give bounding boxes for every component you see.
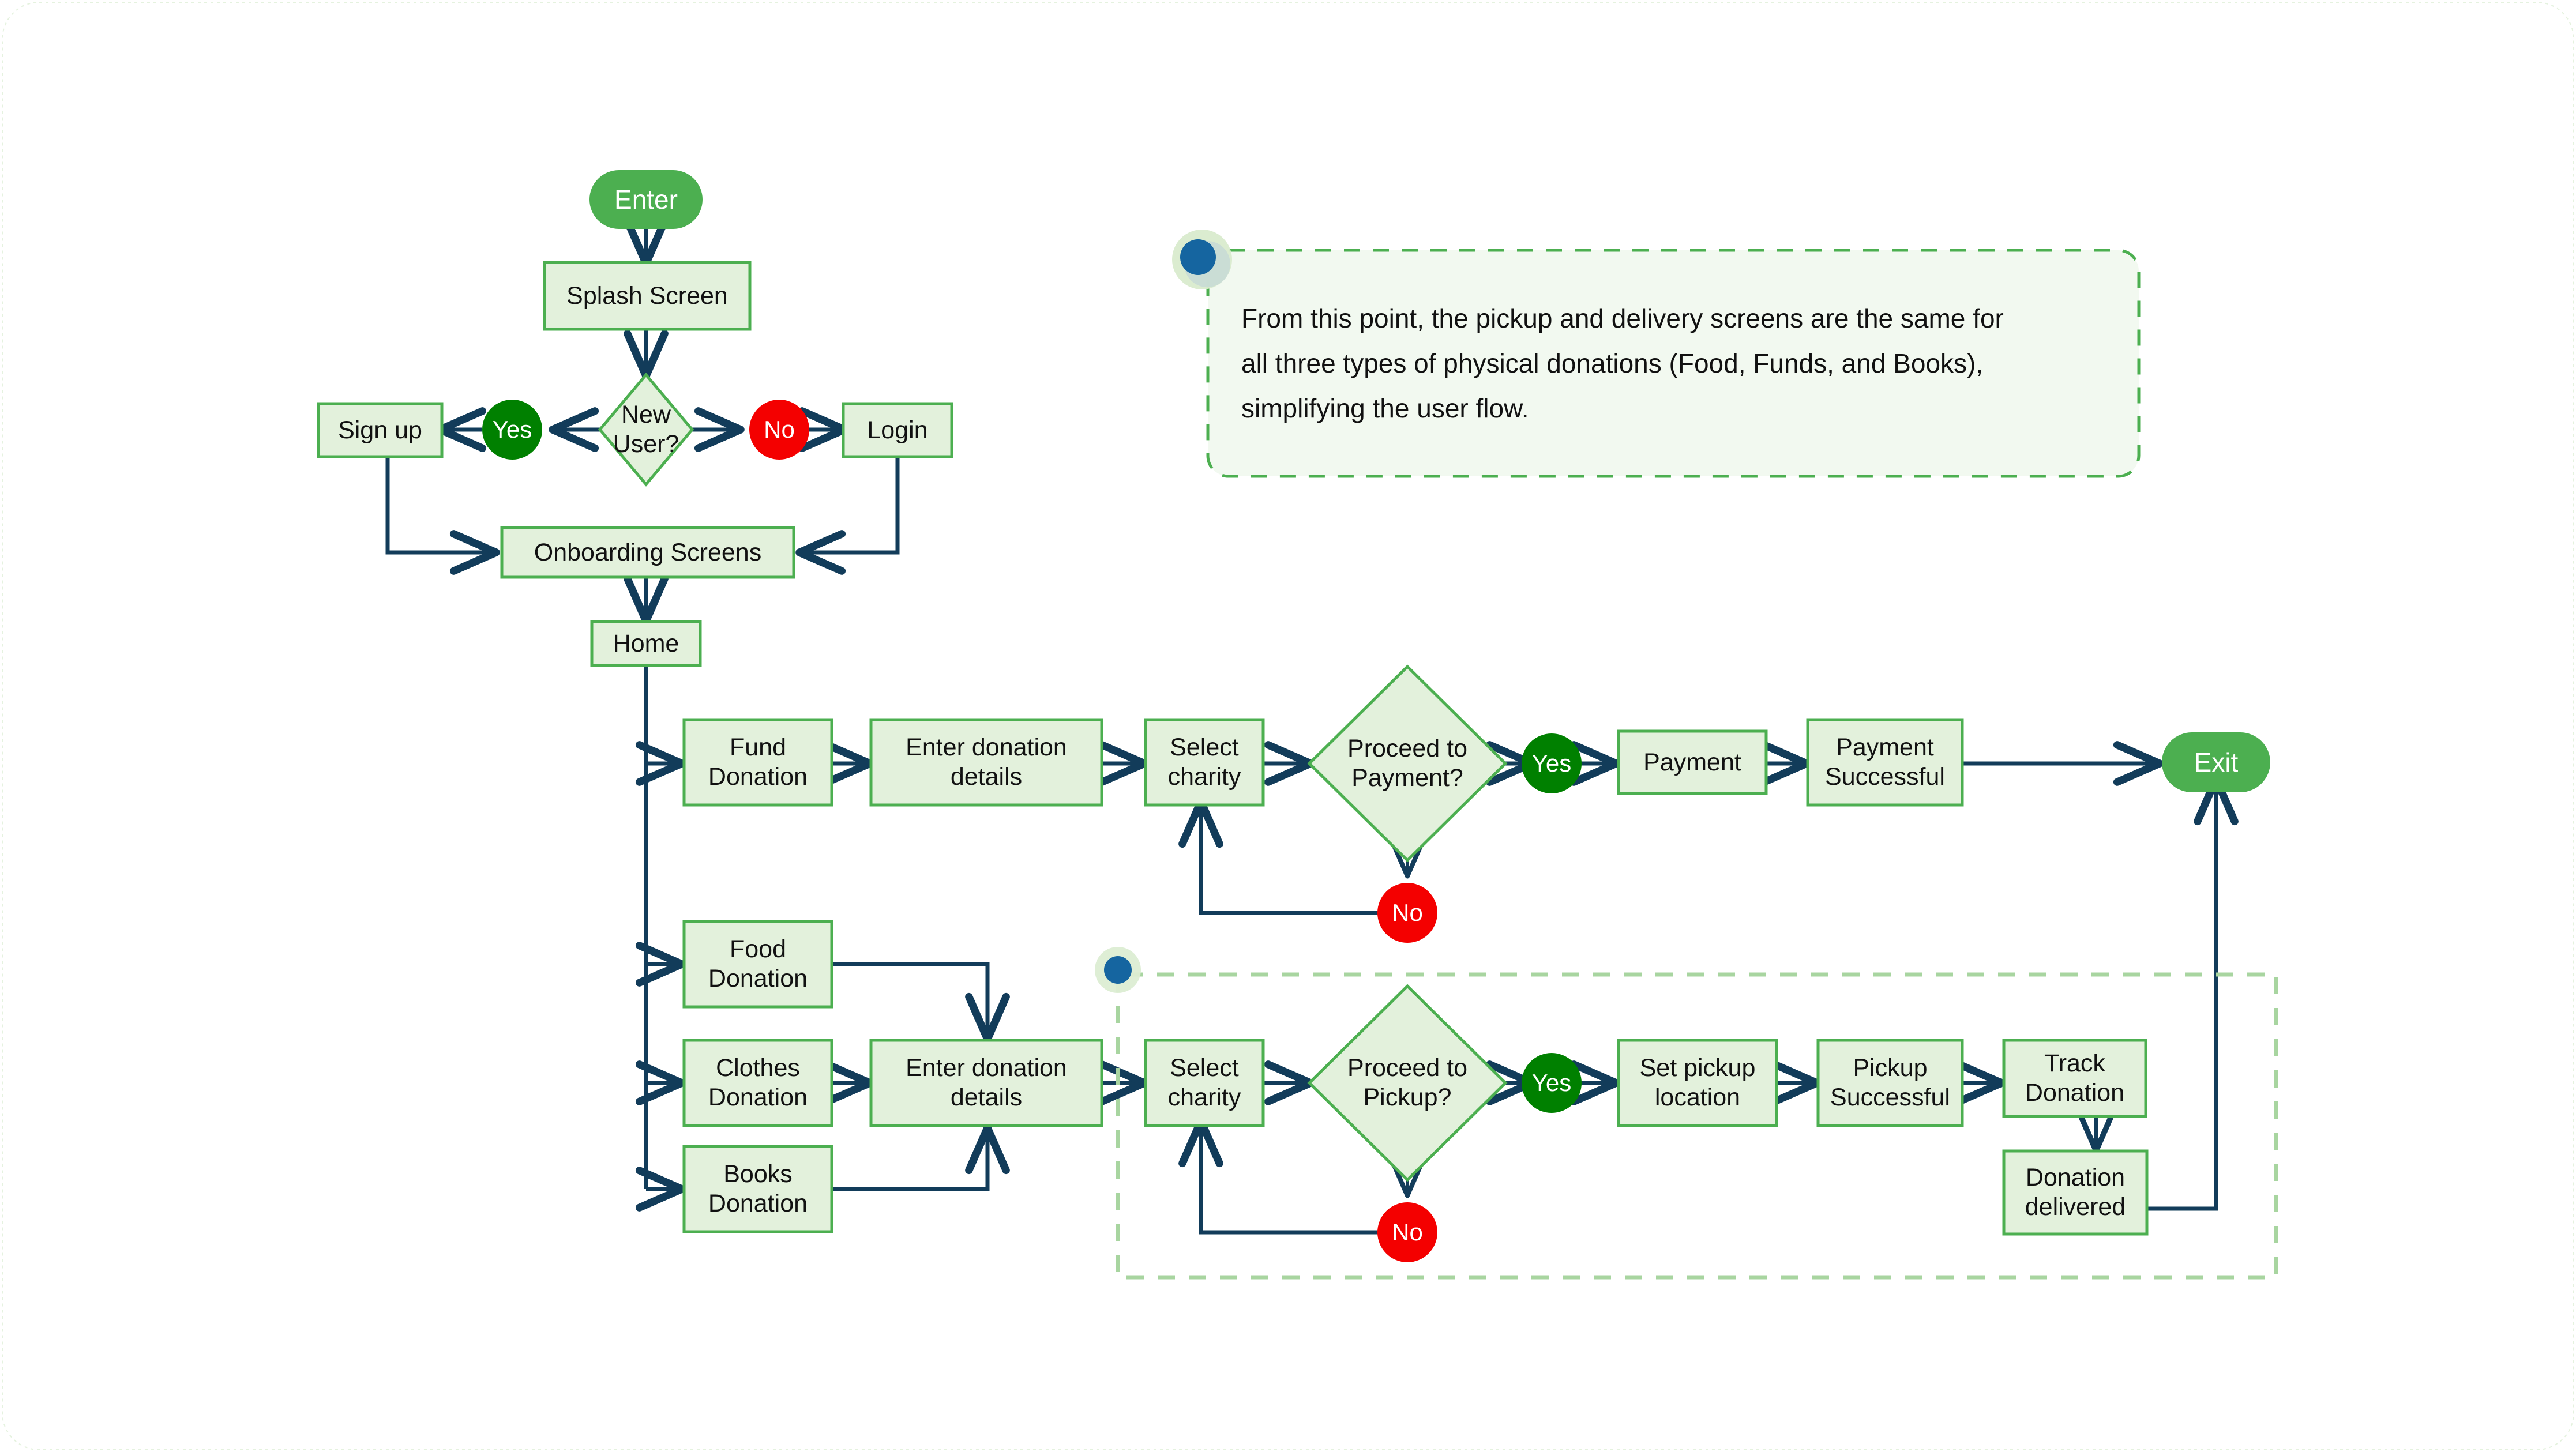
edges-group <box>385 217 2239 1235</box>
node-pickup-no[interactable] <box>1377 1202 1437 1262</box>
node-new-user-no[interactable] <box>749 400 809 460</box>
node-enter-donation-details-fund[interactable] <box>869 718 1103 807</box>
edge-books-details <box>832 1124 1010 1191</box>
node-food-donation[interactable] <box>682 920 833 1009</box>
node-track-donation[interactable] <box>2002 1039 2147 1118</box>
node-payment-successful[interactable] <box>1806 718 1964 807</box>
node-fund-donation[interactable] <box>682 718 833 807</box>
node-payment[interactable] <box>1617 729 1768 795</box>
node-onboarding-screens[interactable] <box>500 526 795 579</box>
node-donation-delivered[interactable] <box>2002 1149 2149 1236</box>
note-box <box>1206 249 2141 478</box>
note-anchor-dot <box>1180 239 1216 275</box>
note-text-line-1: From this point, the pickup and delivery… <box>1241 303 2004 333</box>
edge-no-selectcharity-physical <box>1178 1117 1387 1235</box>
node-enter[interactable] <box>589 170 703 229</box>
note-text-line-3: simplifying the user flow. <box>1241 393 1529 423</box>
node-home[interactable] <box>590 620 702 667</box>
node-books-donation[interactable] <box>682 1145 833 1233</box>
node-proceed-to-pickup[interactable] <box>1307 984 1508 1182</box>
edge-login-onboarding <box>795 456 900 575</box>
boundary-anchor-dot <box>1104 956 1132 984</box>
node-proceed-to-payment[interactable] <box>1307 664 1508 863</box>
node-sign-up[interactable] <box>317 402 444 458</box>
node-splash-screen[interactable] <box>543 261 752 331</box>
node-select-charity-physical[interactable] <box>1144 1039 1265 1127</box>
node-enter-donation-details-physical[interactable] <box>869 1039 1103 1127</box>
node-new-user-yes[interactable] <box>482 400 542 460</box>
edge-signup-onboarding <box>385 456 500 575</box>
node-pickup-yes[interactable] <box>1522 1053 1582 1113</box>
node-pickup-successful[interactable] <box>1816 1039 1964 1127</box>
node-payment-yes[interactable] <box>1522 733 1582 793</box>
node-exit[interactable] <box>2162 732 2270 792</box>
edge-food-details <box>832 962 1010 1043</box>
node-set-pickup-location[interactable] <box>1617 1039 1778 1127</box>
edge-delivered-exit <box>2147 775 2239 1211</box>
node-login[interactable] <box>842 402 953 458</box>
note-text-line-2: all three types of physical donations (F… <box>1241 348 1984 378</box>
node-clothes-donation[interactable] <box>682 1039 833 1127</box>
pickup-scope-boundary <box>1116 972 2278 1280</box>
node-payment-no[interactable] <box>1377 883 1437 943</box>
edge-no-selectcharity-fund <box>1178 798 1387 915</box>
node-select-charity-fund[interactable] <box>1144 718 1265 807</box>
node-new-user[interactable] <box>598 373 694 487</box>
